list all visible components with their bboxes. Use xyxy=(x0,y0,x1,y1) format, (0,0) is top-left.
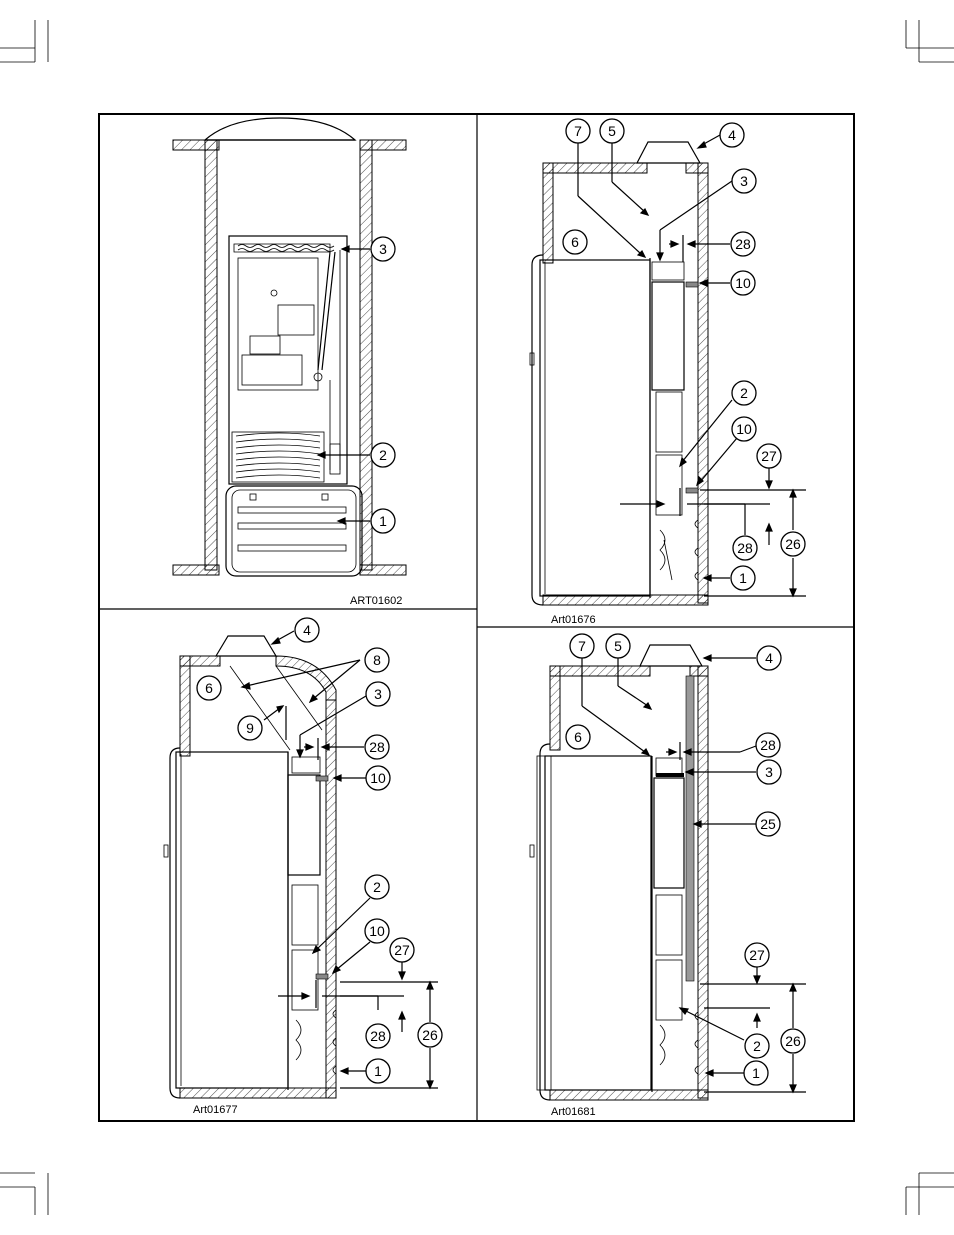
callout-5: 5 xyxy=(605,633,631,659)
callout-3: 3 xyxy=(756,759,782,785)
svg-text:1: 1 xyxy=(739,570,747,586)
callout-5: 5 xyxy=(599,118,625,144)
svg-text:3: 3 xyxy=(765,764,773,780)
svg-text:2: 2 xyxy=(740,385,748,401)
callout-10: 10 xyxy=(364,918,390,944)
callout-4: 4 xyxy=(294,617,320,643)
callout-6: 6 xyxy=(565,724,591,750)
callout-28: 28 xyxy=(755,732,781,758)
svg-text:26: 26 xyxy=(785,1033,801,1049)
callout-2: 2 xyxy=(364,874,390,900)
callout-10: 10 xyxy=(730,270,756,296)
svg-text:28: 28 xyxy=(370,1028,386,1044)
svg-text:5: 5 xyxy=(614,638,622,654)
panel-top-left: 3 2 1 ART01602 xyxy=(172,117,407,607)
callout-3: 3 xyxy=(365,681,391,707)
svg-text:28: 28 xyxy=(760,737,776,753)
crop-marks xyxy=(0,20,954,1215)
svg-text:6: 6 xyxy=(574,729,582,745)
callout-28: 28 xyxy=(365,1023,391,1049)
callout-10: 10 xyxy=(731,416,757,442)
callout-27: 27 xyxy=(389,937,415,963)
svg-text:10: 10 xyxy=(735,275,751,291)
callout-10: 10 xyxy=(365,765,391,791)
callout-26: 26 xyxy=(417,1022,443,1048)
svg-text:3: 3 xyxy=(740,173,748,189)
callout-4: 4 xyxy=(756,645,782,671)
svg-text:2: 2 xyxy=(379,447,387,463)
callout-4: 4 xyxy=(719,122,745,148)
svg-text:27: 27 xyxy=(761,448,777,464)
svg-text:9: 9 xyxy=(246,720,254,736)
panel-top-right: 7 5 4 3 6 28 10 2 10 27 26 28 1 Art01676 xyxy=(529,118,806,626)
panel-bottom-right: 7 5 4 6 28 3 25 27 26 2 1 Art01681 xyxy=(529,633,806,1118)
callout-27: 27 xyxy=(744,942,770,968)
callout-2: 2 xyxy=(370,442,396,468)
svg-text:6: 6 xyxy=(205,680,213,696)
panel-bottom-left: 4 8 6 3 9 28 10 2 10 27 26 28 1 Art01677 xyxy=(163,617,443,1116)
svg-text:1: 1 xyxy=(752,1065,760,1081)
svg-text:26: 26 xyxy=(422,1027,438,1043)
svg-text:25: 25 xyxy=(760,816,776,832)
svg-text:1: 1 xyxy=(374,1063,382,1079)
callout-7: 7 xyxy=(569,633,595,659)
art-label: Art01681 xyxy=(551,1106,596,1118)
art-label: Art01676 xyxy=(551,614,596,626)
svg-text:10: 10 xyxy=(370,770,386,786)
svg-text:8: 8 xyxy=(373,652,381,668)
callout-1: 1 xyxy=(730,565,756,591)
svg-text:7: 7 xyxy=(574,123,582,139)
callout-6: 6 xyxy=(196,675,222,701)
svg-text:5: 5 xyxy=(608,123,616,139)
callout-26: 26 xyxy=(780,531,806,557)
callout-3: 3 xyxy=(731,168,757,194)
callout-7: 7 xyxy=(565,118,591,144)
svg-text:7: 7 xyxy=(578,638,586,654)
svg-text:10: 10 xyxy=(369,923,385,939)
svg-text:10: 10 xyxy=(736,421,752,437)
svg-text:27: 27 xyxy=(394,942,410,958)
callout-1: 1 xyxy=(370,508,396,534)
callout-25: 25 xyxy=(755,811,781,837)
svg-text:28: 28 xyxy=(369,739,385,755)
figure-frame xyxy=(98,113,855,1122)
callout-27: 27 xyxy=(756,443,782,469)
svg-text:2: 2 xyxy=(753,1038,761,1054)
svg-text:1: 1 xyxy=(379,513,387,529)
callout-6: 6 xyxy=(562,229,588,255)
svg-text:3: 3 xyxy=(374,686,382,702)
svg-text:2: 2 xyxy=(373,879,381,895)
svg-text:3: 3 xyxy=(379,241,387,257)
callout-9: 9 xyxy=(237,715,263,741)
callout-8: 8 xyxy=(364,647,390,673)
svg-text:4: 4 xyxy=(765,650,773,666)
callout-2: 2 xyxy=(731,380,757,406)
svg-text:4: 4 xyxy=(303,622,311,638)
callout-28: 28 xyxy=(732,535,758,561)
svg-text:4: 4 xyxy=(728,127,736,143)
callout-2: 2 xyxy=(744,1033,770,1059)
callout-3: 3 xyxy=(370,236,396,262)
svg-text:28: 28 xyxy=(735,236,751,252)
art-label: Art01677 xyxy=(193,1104,238,1116)
callout-28: 28 xyxy=(364,734,390,760)
svg-text:6: 6 xyxy=(571,234,579,250)
callout-1: 1 xyxy=(365,1058,391,1084)
callout-26: 26 xyxy=(780,1028,806,1054)
callout-28: 28 xyxy=(730,231,756,257)
art-label: ART01602 xyxy=(350,595,402,607)
svg-text:27: 27 xyxy=(749,947,765,963)
svg-text:28: 28 xyxy=(737,540,753,556)
callout-1: 1 xyxy=(743,1060,769,1086)
svg-text:26: 26 xyxy=(785,536,801,552)
